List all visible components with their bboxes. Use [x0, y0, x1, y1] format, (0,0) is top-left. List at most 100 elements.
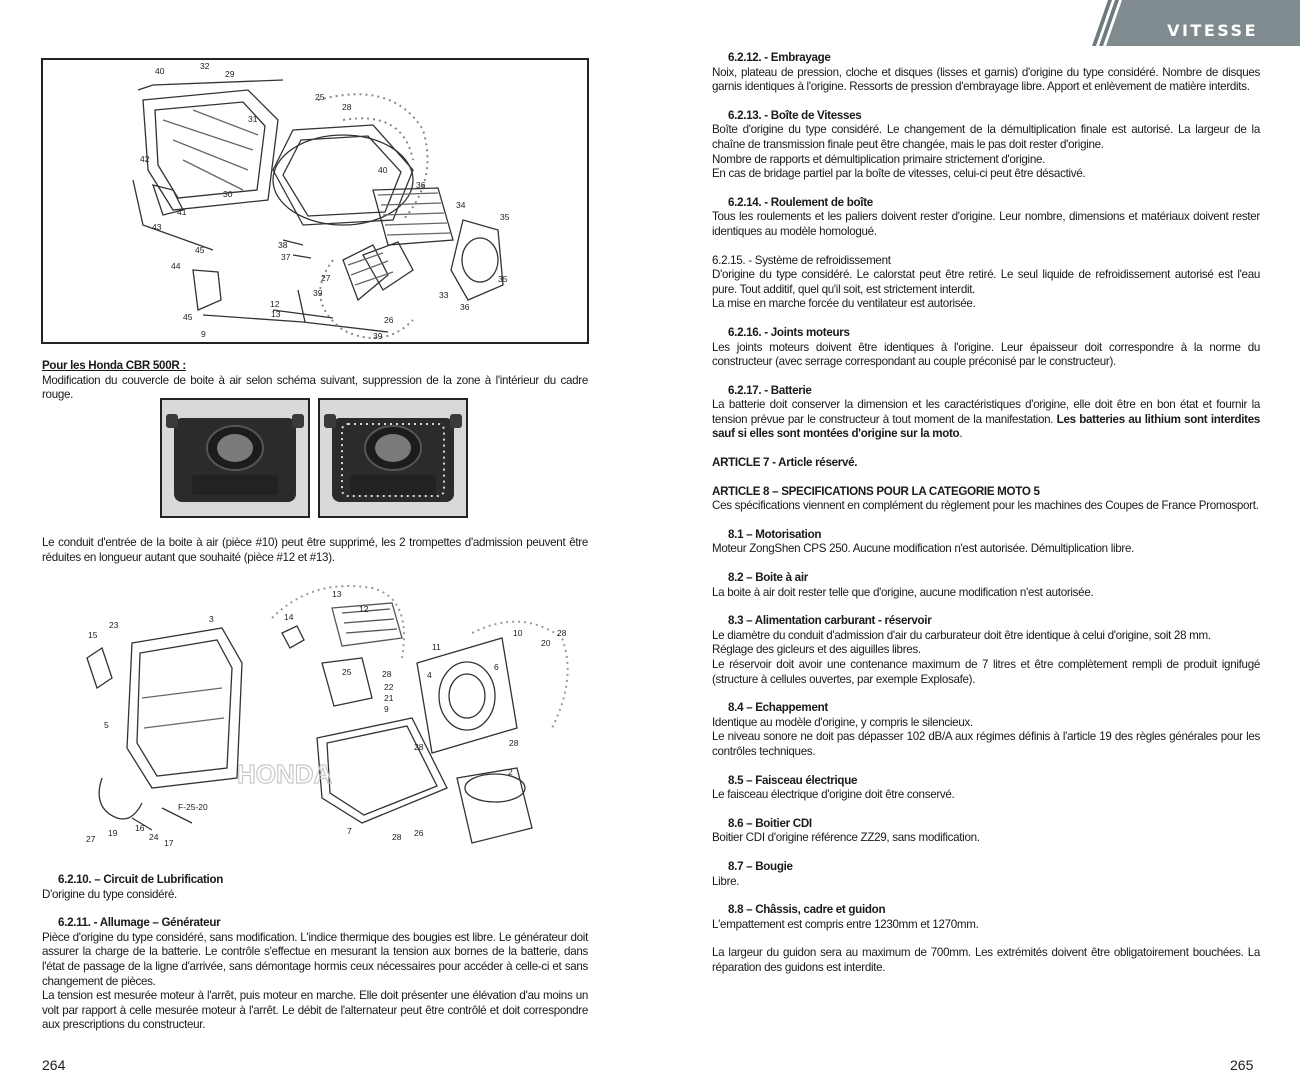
section-6-2-16: 6.2.16. - Joints moteurs Les joints mote…	[712, 326, 1260, 370]
section-title: 8.5 – Faisceau électrique	[728, 773, 858, 787]
diagram1-label: 45	[195, 245, 205, 255]
diagram1-label: 13	[271, 309, 281, 319]
section-text: L'empattement est compris entre 1230mm e…	[712, 917, 979, 931]
diagram1-label: 27	[321, 273, 331, 283]
diagram2-label: 15	[88, 630, 98, 640]
diagram2-label: 21	[384, 693, 394, 703]
diagram2-label: 22	[384, 682, 394, 692]
engine-diagram-drawing: HONDA 13 12 14 15 23 3 10 28 20 11 4 25 …	[86, 585, 569, 848]
section-title: 6.2.17. - Batterie	[728, 383, 812, 397]
diagram2-label: 27	[86, 834, 96, 844]
section-text: La batterie doit conserver la dimension …	[712, 398, 1260, 442]
honda-section: Pour les Honda CBR 500R : Modification d…	[42, 359, 588, 403]
page-number-right: 265	[1230, 1057, 1254, 1073]
diagram1-label: 29	[225, 69, 235, 79]
banner-title: VITESSE	[1167, 21, 1258, 40]
diagram2-label: 7	[347, 826, 352, 836]
diagram2-label: 26	[414, 828, 424, 838]
diagram2-label: 10	[513, 628, 523, 638]
section-text: Nombre de rapports et démultiplication p…	[712, 152, 1046, 166]
diagram1-label: 26	[384, 315, 394, 325]
page-number-left: 264	[42, 1057, 66, 1073]
section-text: Les joints moteurs doivent être identiqu…	[712, 340, 1260, 369]
diagram1-label: 40	[378, 165, 388, 175]
section-title: 8.3 – Alimentation carburant - réservoir	[728, 614, 932, 628]
diagram1-label: 34	[456, 200, 466, 210]
diagram2-label: 2	[508, 767, 513, 777]
diagram2-label: 16	[135, 823, 145, 833]
diagram2-label: 28	[382, 669, 392, 679]
engine-diagram: HONDA 13 12 14 15 23 3 10 28 20 11 4 25 …	[72, 578, 582, 860]
diagram1-label: 35	[500, 212, 510, 222]
diagram1-label: 31	[248, 114, 258, 124]
diagram1-label: 39	[313, 288, 323, 298]
diagram2-label: 24	[149, 832, 159, 842]
section-title: 8.6 – Boitier CDI	[728, 816, 812, 830]
diagram1-label: 32	[200, 61, 210, 71]
section-8-2: 8.2 – Boite à air La boite à air doit re…	[712, 571, 1260, 600]
diagram1-label: 43	[152, 222, 162, 232]
diagram1-label: 45	[183, 312, 193, 322]
diagram2-label: 28	[414, 742, 424, 752]
section-text: Le diamètre du conduit d'admission d'air…	[712, 628, 1211, 642]
right-page: VITESSE 6.2.12. - Embrayage Noix, platea…	[650, 0, 1300, 1092]
section-text: Moteur ZongShen CPS 250. Aucune modifica…	[712, 542, 1135, 556]
airbox-diagram-drawing: 40 32 29 31 25 28 42 30 40 41 43 36 34 3…	[132, 61, 510, 341]
battery-text: La batterie doit conserver la dimension …	[712, 398, 1260, 426]
airbox-cover-photo-original	[160, 398, 310, 518]
diagram2-label: 13	[332, 589, 342, 599]
diagram1-label: 41	[177, 207, 187, 217]
section-title: 8.4 – Echappement	[728, 701, 828, 715]
diagram2-label: 9	[384, 704, 389, 714]
diagram1-label: 36	[416, 180, 426, 190]
diagram1-label: 39	[373, 331, 383, 341]
section-title: 8.1 – Motorisation	[728, 527, 822, 541]
section-title: 8.7 – Bougie	[728, 859, 793, 873]
diagram2-label: 20	[541, 638, 551, 648]
section-8-4: 8.4 – Echappement Identique au modèle d'…	[712, 701, 1260, 759]
diagram1-label: 36	[460, 302, 470, 312]
section-8-7: 8.7 – Bougie Libre.	[712, 860, 1260, 889]
section-text: Libre.	[712, 874, 740, 888]
banner-stripes	[1092, 0, 1300, 46]
section-6-2-13: 6.2.13. - Boîte de Vitesses Boîte d'orig…	[712, 109, 1260, 182]
diagram2-label: 3	[209, 614, 214, 624]
diagram2-label: 12	[359, 604, 369, 614]
diagram1-label: 38	[278, 240, 288, 250]
diagram1-label: 40	[155, 66, 165, 76]
section-title: 6.2.15. - Système de refroidissement	[712, 253, 891, 267]
section-title: 6.2.13. - Boîte de Vitesses	[728, 108, 862, 122]
diagram1-label: 33	[439, 290, 449, 300]
conduit-section: Le conduit d'entrée de la boite à air (p…	[42, 536, 588, 565]
diagram1-label: 28	[342, 102, 352, 112]
section-text: La mise en marche forcée du ventilateur …	[712, 297, 976, 311]
left-page: 40 32 29 31 25 28 42 30 40 41 43 36 34 3…	[41, 58, 589, 1073]
section-8-3: 8.3 – Alimentation carburant - réservoir…	[712, 614, 1260, 687]
section-8-5: 8.5 – Faisceau électrique Le faisceau él…	[712, 774, 1260, 803]
section-text: Identique au modèle d'origine, y compris…	[712, 715, 973, 729]
diagram1-label: 42	[140, 154, 150, 164]
section-text: La largeur du guidon sera au maximum de …	[712, 946, 1260, 974]
section-text: La tension est mesurée moteur à l'arrêt,…	[42, 989, 588, 1032]
section-title: 8.2 – Boite à air	[728, 571, 808, 585]
diagram1-label: 44	[171, 261, 181, 271]
section-text: Le réservoir doit avoir une contenance m…	[712, 658, 1260, 686]
diagram1-label: 9	[201, 329, 206, 339]
section-title: 8.8 – Châssis, cadre et guidon	[728, 903, 886, 917]
section-6-2-11: 6.2.11. - Allumage – Générateur Pièce d'…	[42, 916, 588, 1033]
section-6-2-12: 6.2.12. - Embrayage Noix, plateau de pre…	[712, 51, 1260, 95]
section-6-2-14: 6.2.14. - Roulement de boîte Tous les ro…	[712, 196, 1260, 240]
section-6-2-10: 6.2.10. – Circuit de Lubrification D'ori…	[42, 873, 588, 902]
diagram1-label: 25	[315, 92, 325, 102]
right-text: 6.2.12. - Embrayage Noix, plateau de pre…	[712, 51, 1260, 976]
diagram2-label: HONDA	[237, 759, 333, 789]
section-title: 6.2.16. - Joints moteurs	[728, 325, 850, 339]
battery-lithium-warning: Les batteries au lithium sont interdites…	[712, 412, 1261, 441]
diagram2-label: F-25-20	[178, 802, 208, 812]
section-8-1: 8.1 – Motorisation Moteur ZongShen CPS 2…	[712, 528, 1260, 557]
diagram1-label: 30	[223, 189, 233, 199]
section-text: Noix, plateau de pression, cloche et dis…	[712, 65, 1260, 94]
section-text: D'origine du type considéré.	[42, 887, 177, 901]
section-8-8: 8.8 – Châssis, cadre et guidon L'empatte…	[712, 903, 1260, 975]
section-text: Ces spécifications viennent en complémen…	[712, 499, 1259, 513]
